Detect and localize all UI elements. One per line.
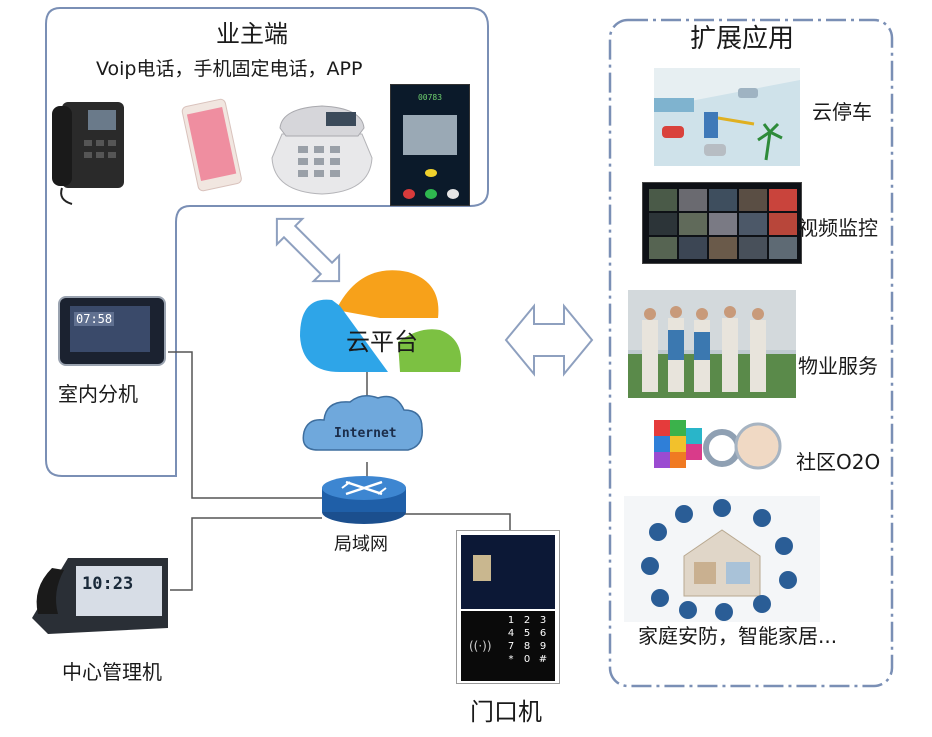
center-manager-label: 中心管理机: [62, 660, 162, 684]
router-to-door-line: [404, 513, 511, 530]
cloud-logo: [300, 270, 462, 372]
extension-item-label: 家庭安防，智能家居...: [638, 624, 838, 648]
property-service-image: [628, 290, 796, 398]
extension-item-label: 社区O2O: [796, 450, 881, 474]
internet-label: Internet: [334, 426, 397, 441]
cloud-platform-label: 云平台: [346, 328, 418, 356]
smart-home-image: [624, 496, 820, 622]
app-screen-image: 00783: [390, 84, 470, 206]
door-unit-image: 1 2 3 4 5 6 7 8 9 * 0 # ((·)): [456, 530, 560, 684]
lan-label: 局域网: [334, 534, 388, 555]
indoor-unit-label: 室内分机: [58, 382, 138, 406]
cloud-parking-image: [654, 68, 800, 166]
extension-section-frame: [608, 18, 894, 688]
voip-phone-image: [48, 96, 152, 208]
community-o2o-image: [650, 412, 784, 476]
cloud-extension-arrow: [504, 303, 594, 377]
indoor-unit-clock: 07:58: [74, 312, 115, 326]
center-manager-clock: 10:23: [82, 574, 134, 594]
router-icon: [322, 476, 406, 524]
center-manager-image: 10:23: [28, 548, 174, 638]
center-to-router-line: [170, 517, 322, 591]
video-surveillance-image: [642, 182, 802, 264]
extension-item-label: 视频监控: [798, 216, 878, 240]
extension-item-label: 物业服务: [798, 354, 878, 378]
door-unit-label: 门口机: [470, 698, 542, 726]
extension-item-label: 云停车: [812, 100, 872, 124]
owner-section-subtitle: Voip电话，手机固定电话，APP: [96, 58, 363, 80]
extension-section-title: 扩展应用: [690, 24, 795, 54]
owner-section-frame: [45, 7, 489, 477]
door-unit-keypad: 1 2 3 4 5 6 7 8 9 * 0 #: [507, 615, 548, 665]
landline-phone-image: [262, 98, 382, 198]
indoor-unit-image: 07:58: [58, 296, 166, 366]
indoor-to-router-line: [168, 351, 322, 499]
app-screen-number: 00783: [417, 93, 443, 102]
owner-cloud-arrow: [275, 217, 341, 283]
smartphone-image: [172, 96, 252, 196]
internet-cloud: [302, 395, 423, 451]
card-reader-icon: ((·)): [469, 639, 492, 653]
owner-section-title: 业主端: [216, 20, 288, 48]
